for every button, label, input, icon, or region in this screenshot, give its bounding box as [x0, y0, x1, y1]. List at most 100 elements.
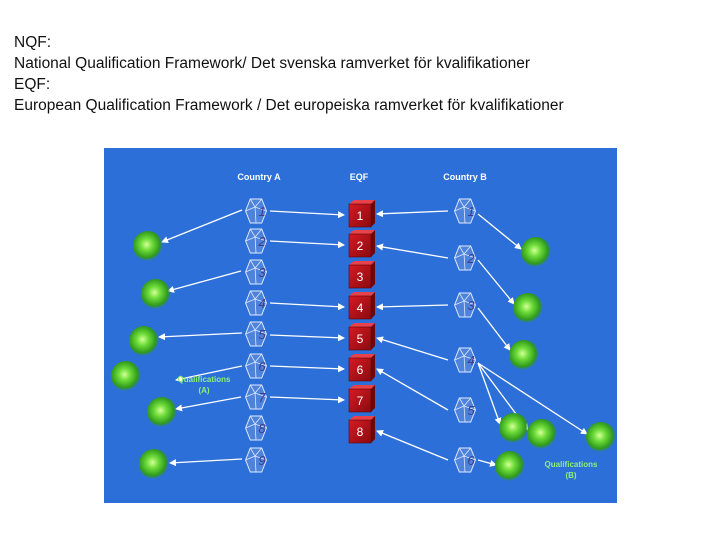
qualification-dot	[129, 326, 159, 356]
arrow-b2-to-dot	[477, 259, 515, 305]
qualification-dot	[521, 237, 551, 267]
country-a-level-2: 2	[245, 228, 267, 254]
cube-side	[371, 354, 375, 381]
arrow-b5-to-eqf6	[376, 368, 449, 411]
header-text: NQF: National Qualification Framework/ D…	[14, 32, 714, 116]
cube-icon	[348, 326, 372, 351]
arrow-a2-to-eqf2	[269, 240, 345, 249]
level-number: 4	[467, 353, 474, 368]
polyhedron-edges	[454, 347, 476, 373]
polyhedron-edges	[245, 198, 267, 224]
qualification-dot	[513, 293, 543, 323]
polyhedron-edges	[245, 384, 267, 410]
country-b-level-4: 4	[454, 347, 476, 373]
arrow-b4-to-dot-3	[477, 362, 588, 435]
eqf-levels: 1 2 3 4 5 6 7 8	[348, 200, 375, 444]
country-b-title: Country B	[443, 172, 487, 182]
level-number: 5	[467, 403, 475, 418]
country-a-level-6: 6	[245, 353, 267, 379]
polyhedron-edges	[454, 198, 476, 224]
country-b-level-3: 3	[454, 292, 476, 318]
eqf-level-2: 2	[348, 230, 375, 258]
level-number: 7	[357, 394, 364, 408]
country-b-level-5: 5	[454, 397, 476, 423]
country-a-level-7: 7	[245, 384, 267, 410]
cube-side	[371, 323, 375, 350]
cube-top	[349, 416, 375, 420]
qualifications-a-sublabel: (A)	[198, 386, 209, 395]
header-line-nqf-definition: National Qualification Framework/ Det sv…	[14, 55, 530, 72]
cube-top	[349, 261, 375, 265]
level-number: 2	[357, 239, 364, 253]
qualification-dot	[141, 279, 171, 309]
eqf-level-4: 4	[348, 292, 375, 320]
cube-top	[349, 385, 375, 389]
cube-icon	[348, 264, 372, 289]
cube-side	[371, 292, 375, 319]
level-number: 3	[357, 270, 364, 284]
level-number: 4	[258, 296, 265, 311]
country-b-level-2: 2	[454, 245, 476, 271]
qualification-dot	[147, 397, 177, 427]
polyhedron-edges	[454, 292, 476, 318]
cube-icon	[348, 419, 372, 444]
polyhedron-edges	[454, 245, 476, 271]
qualifications-b-label: Qualifications	[545, 460, 598, 469]
level-number: 5	[357, 332, 364, 346]
qualification-dot	[509, 340, 539, 370]
arrow-a7-to-eqf7	[269, 396, 345, 404]
country-a-level-8: 8	[245, 415, 267, 441]
qualification-dot	[495, 451, 525, 481]
country-a-level-9: 9	[245, 447, 267, 473]
eqf-level-3: 3	[348, 261, 375, 289]
country-b-level-1: 1	[454, 198, 476, 224]
level-number: 6	[357, 363, 364, 377]
eqf-level-7: 7	[348, 385, 375, 413]
qualification-dots-layer	[111, 231, 616, 481]
cube-icon	[348, 357, 372, 382]
cube-side	[371, 230, 375, 257]
level-number: 4	[357, 301, 364, 315]
polyhedron-edges	[245, 321, 267, 347]
cube-icon	[348, 295, 372, 320]
polyhedron-edges	[454, 447, 476, 473]
cube-top	[349, 292, 375, 296]
polyhedron-edges	[245, 447, 267, 473]
cube-side	[371, 416, 375, 443]
qualifications-a-label: Qualifications	[178, 375, 231, 384]
polyhedron-edges	[245, 290, 267, 316]
level-number: 2	[257, 234, 266, 249]
arrow-a7-to-dot	[175, 396, 242, 412]
arrow-a5-to-eqf5	[269, 334, 345, 342]
arrow-a6-to-eqf6	[269, 365, 345, 373]
cube-icon	[348, 233, 372, 258]
cube-top	[349, 200, 375, 204]
cube-side	[371, 261, 375, 288]
qualification-dot	[499, 413, 529, 443]
qualification-dot	[586, 422, 616, 452]
level-number: 1	[357, 209, 364, 223]
arrow-b6-to-dot	[477, 459, 497, 467]
eqf-level-8: 8	[348, 416, 375, 444]
cube-icon	[348, 203, 372, 228]
country-a-level-3: 3	[245, 259, 267, 285]
arrow-a1-to-eqf1	[269, 210, 345, 219]
eqf-level-1: 1	[348, 200, 375, 228]
arrow-b3-to-eqf4	[376, 303, 449, 311]
cube-side	[371, 385, 375, 412]
arrow-b4-to-dot-1	[477, 362, 502, 425]
eqf-level-6: 6	[348, 354, 375, 382]
level-number: 1	[467, 204, 474, 219]
level-number: 6	[258, 359, 266, 374]
arrow-b2-to-eqf2	[376, 243, 449, 259]
polyhedron-edges	[245, 353, 267, 379]
polyhedron-edges	[245, 415, 267, 441]
level-number: 8	[357, 425, 364, 439]
level-number: 3	[467, 298, 475, 313]
level-number: 7	[258, 390, 266, 405]
cube-top	[349, 323, 375, 327]
country-a-level-5: 5	[245, 321, 267, 347]
level-number: 8	[258, 421, 266, 436]
